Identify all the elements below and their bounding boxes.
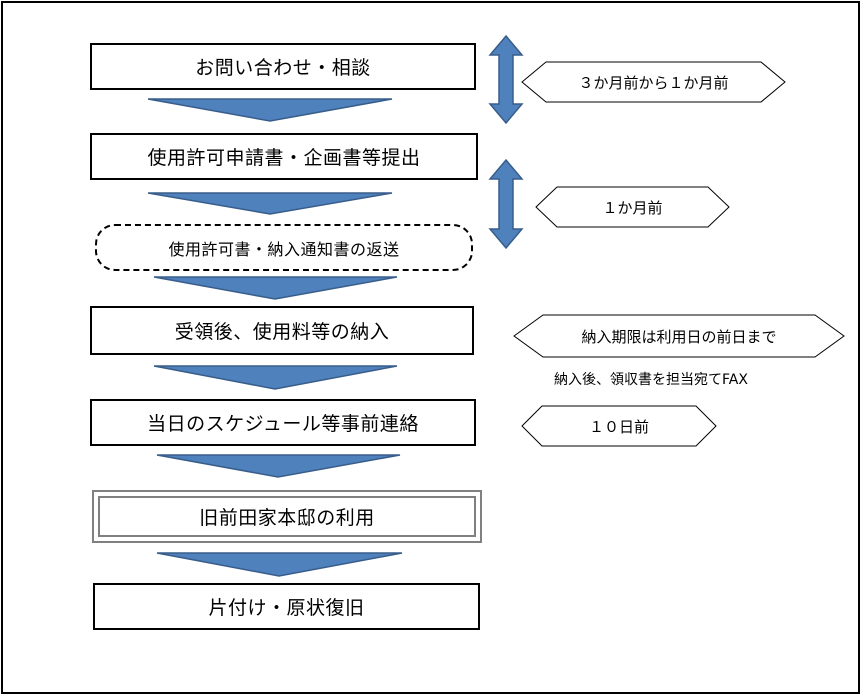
timing-label-2: １か月前 [602,198,663,217]
step-application-label: 使用許可申請書・企画書等提出 [147,147,421,169]
step-return-docs-label: 使用許可書・納入通知書の返送 [168,239,400,259]
timing-hex-3 [513,314,845,358]
flow-arrow-2 [147,192,393,215]
fax-note: 納入後、領収書を担当宛てFAX [554,372,748,388]
timing-label-3: 納入期限は利用日の前日まで [581,327,777,346]
timing-hex-2 [535,186,730,228]
step-payment: 受領後、使用料等の納入 [90,306,474,355]
timing-label-4: １０日前 [588,417,649,436]
flow-arrow-4 [153,365,398,390]
step-use-label: 旧前田家本邸の利用 [199,507,375,529]
flow-arrow-6 [156,552,403,577]
timing-hex-1 [521,61,786,103]
flow-arrow-3 [153,276,398,300]
timing-label-1: ３か月前から１か月前 [578,73,729,92]
step-inquiry: お問い合わせ・相談 [90,43,476,90]
flow-arrow-5 [156,454,401,478]
timing-hex-4 [521,405,717,447]
step-payment-label: 受領後、使用料等の納入 [174,321,390,343]
range-arrow-1 [488,34,524,125]
step-cleanup: 片付け・原状復旧 [93,583,480,630]
step-use-inner: 旧前田家本邸の利用 [98,496,476,537]
step-inquiry-label: お問い合わせ・相談 [195,57,371,79]
range-arrow-2 [488,158,524,250]
step-application: 使用許可申請書・企画書等提出 [90,133,478,180]
step-return-docs: 使用許可書・納入通知書の返送 [95,224,473,271]
step-cleanup-label: 片付け・原状復旧 [208,597,365,619]
step-schedule: 当日のスケジュール等事前連絡 [90,399,476,446]
flow-arrow-1 [147,98,393,122]
step-use: 旧前田家本邸の利用 [92,490,482,543]
step-schedule-label: 当日のスケジュール等事前連絡 [147,413,419,435]
